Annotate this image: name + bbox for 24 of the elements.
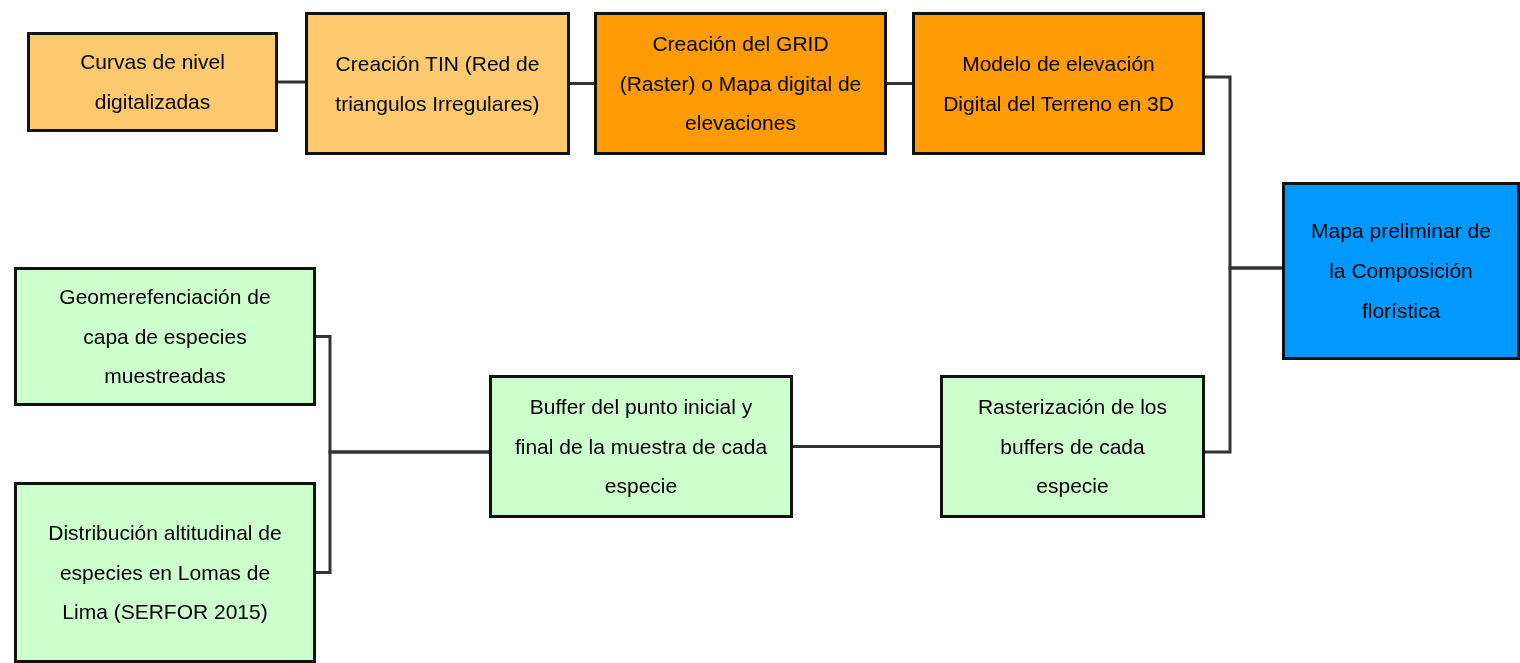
process-box bbox=[1282, 182, 1520, 360]
box-text: Geomerefenciación de capa de especies muestreadas bbox=[58, 283, 272, 390]
box-text: Modelo de elevación Digital del Terreno en 3D bbox=[942, 50, 1175, 117]
process-box bbox=[489, 375, 793, 518]
process-box bbox=[594, 12, 887, 155]
box-text: Mapa preliminar de la Composición florística bbox=[1310, 218, 1492, 324]
connector-line bbox=[1205, 266, 1282, 454]
connector-line bbox=[887, 82, 912, 85]
process-box bbox=[27, 32, 278, 132]
connector-line bbox=[278, 80, 305, 84]
box-text: Creación del GRID (Raster) o Mapa digital de elevaciones bbox=[618, 30, 863, 137]
box-text: Distribución altitudinal de especies en Lomas de Lima (SERFOR 2015) bbox=[47, 519, 283, 626]
process-box bbox=[14, 267, 316, 406]
process-box bbox=[912, 12, 1205, 155]
connector-line bbox=[316, 450, 489, 574]
process-box bbox=[305, 12, 570, 155]
box-text: Rasterización de los buffers de cada especie bbox=[976, 393, 1169, 500]
box-text: Creación TIN (Red de triangulos Irregulares) bbox=[334, 50, 541, 117]
box-text: Buffer del punto inicial y final de la muestra de cada especie bbox=[513, 393, 769, 500]
process-box bbox=[14, 482, 316, 663]
connector-line bbox=[570, 82, 594, 85]
box-text: Curvas de nivel digitalizadas bbox=[79, 49, 226, 115]
process-box bbox=[940, 375, 1205, 518]
connector-line bbox=[793, 445, 940, 448]
